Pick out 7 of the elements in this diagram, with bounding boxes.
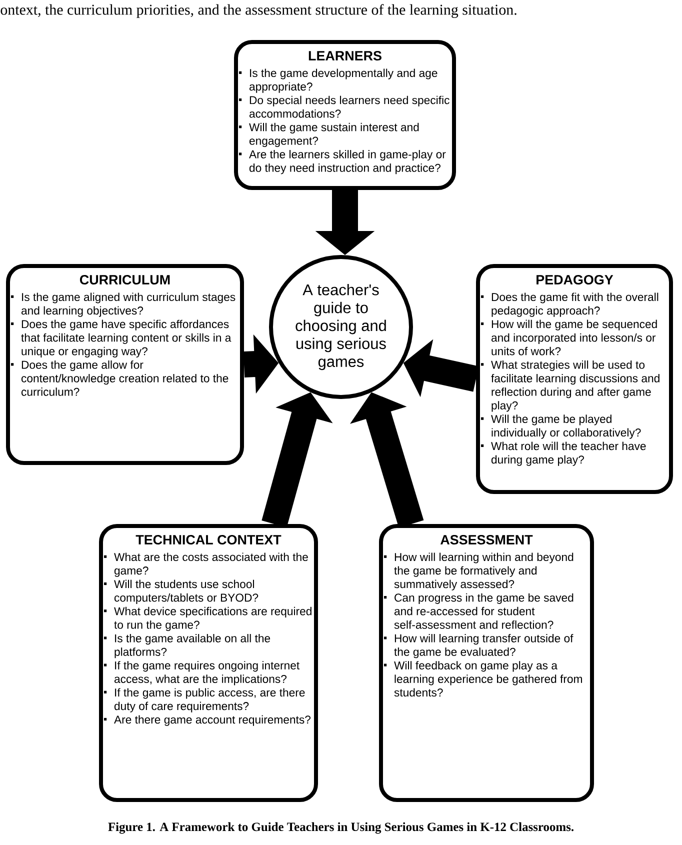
question-box: CURRICULUM Is the game aligned with curriculum stages and learning objectives? Does the game have specific affordances that facilitate learning content or skills in a unique or engaging way? Does the game allow for content/knowledge creation related to the curriculum? [6,264,244,465]
question-box: PEDAGOGY Does the game fit with the overall pedagogic approach? How will the game be sequenced and incorporated into lesson/s or units of work? What strategies will be used to facilitate learning discussions and reflection during and after game play? Will the game be played individually or collaboratively? What role will the teacher have during game play? [476,264,673,494]
question-box: LEARNERS Is the game developmentally and age appropriate? Do special needs learners need specific accommodations? Will the game sustain interest and engagement? Are the learners skilled in game-play or do they need instruction and practice? [234,40,456,190]
intro-text: ontext, the curriculum priorities, and the assessment structure of the learning situation. [0,4,516,18]
question-box: ASSESSMENT How will learning within and beyond the game be formatively and summatively assessed? Can progress in the game be saved and re-accessed for student self-assessment and reflection? How will learning transfer outside of the game be evaluated? Will feedback on game play as a learning experience be gathered from students? [379,524,594,802]
question-box: TECHNICAL CONTEXT What are the costs associated with the game? Will the students use school computers/tablets or BYOD? What device specifications are required to run the game? Is the game available on all the platforms? If the game requires ongoing internet access, what are the implications? If the game is public access, are there duty of care requirements? Are there game account requirements? [99,524,318,802]
figure-caption: Figure 1. A Framework to Guide Teachers in Using Serious Games in K-12 Classrooms. [108,822,574,834]
